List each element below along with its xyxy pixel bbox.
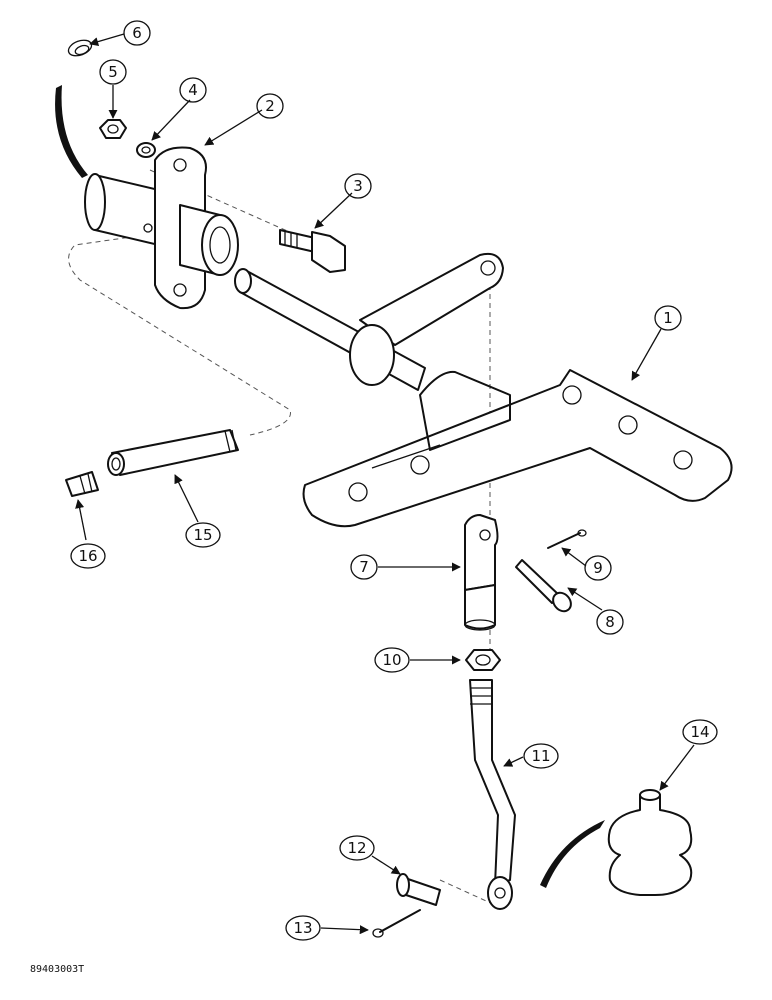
callout-11-label: 11 — [531, 747, 550, 765]
cotter-pin-part-13 — [372, 909, 421, 938]
nut-part-5 — [99, 119, 127, 139]
callout-13-label: 13 — [293, 919, 312, 937]
motion-arrow-top-left — [55, 85, 88, 178]
jam-nut-part-10 — [465, 649, 501, 671]
retaining-ring-part — [67, 39, 93, 57]
tube-part-15 — [107, 429, 239, 476]
callout-14-label: 14 — [690, 723, 709, 741]
rod-part-11 — [469, 679, 516, 910]
callout-7: 7 — [350, 554, 378, 580]
clevis-part-7 — [464, 514, 499, 631]
callout-4-label: 4 — [188, 81, 198, 99]
callout-8-label: 8 — [605, 613, 615, 631]
bolt-part-3 — [279, 229, 346, 273]
cotter-pin-part-9 — [547, 529, 587, 549]
clevis-pin-part-8 — [515, 559, 572, 613]
callout-15: 15 — [185, 522, 221, 548]
callout-15-label: 15 — [193, 526, 212, 544]
callout-16-label: 16 — [78, 547, 97, 565]
callout-12: 12 — [339, 835, 375, 861]
callout-10-label: 10 — [382, 651, 401, 669]
motion-arrow-bottom-right — [540, 820, 605, 888]
callout-5-label: 5 — [108, 63, 118, 81]
callout-2: 2 — [256, 93, 284, 119]
fitting-part-16 — [65, 471, 99, 497]
lever-assembly-part-1 — [234, 252, 733, 528]
bearing-housing-part-2 — [84, 146, 239, 310]
leader-lines — [75, 33, 695, 935]
callout-6-label: 6 — [132, 24, 142, 42]
callout-11: 11 — [523, 743, 559, 769]
callout-6: 6 — [123, 20, 151, 46]
callout-7-label: 7 — [359, 558, 369, 576]
callout-4: 4 — [179, 77, 207, 103]
callout-9-label: 9 — [593, 559, 603, 577]
pin-part-12 — [396, 873, 441, 906]
callout-1: 1 — [654, 305, 682, 331]
callout-12-label: 12 — [347, 839, 366, 857]
callout-16: 16 — [70, 543, 106, 569]
callout-10: 10 — [374, 647, 410, 673]
figure-code: 89403003T — [30, 964, 84, 975]
callout-3-label: 3 — [353, 177, 363, 195]
callout-13: 13 — [285, 915, 321, 941]
assembly-guide-lines — [68, 169, 496, 906]
callout-2-label: 2 — [265, 97, 275, 115]
callout-9: 9 — [584, 555, 612, 581]
callout-5: 5 — [99, 59, 127, 85]
callout-3: 3 — [344, 173, 372, 199]
washer-part-4 — [136, 142, 156, 158]
callout-8: 8 — [596, 609, 624, 635]
callout-1-label: 1 — [663, 309, 673, 327]
rubber-boot-part-14 — [607, 789, 693, 896]
callout-14: 14 — [682, 719, 718, 745]
